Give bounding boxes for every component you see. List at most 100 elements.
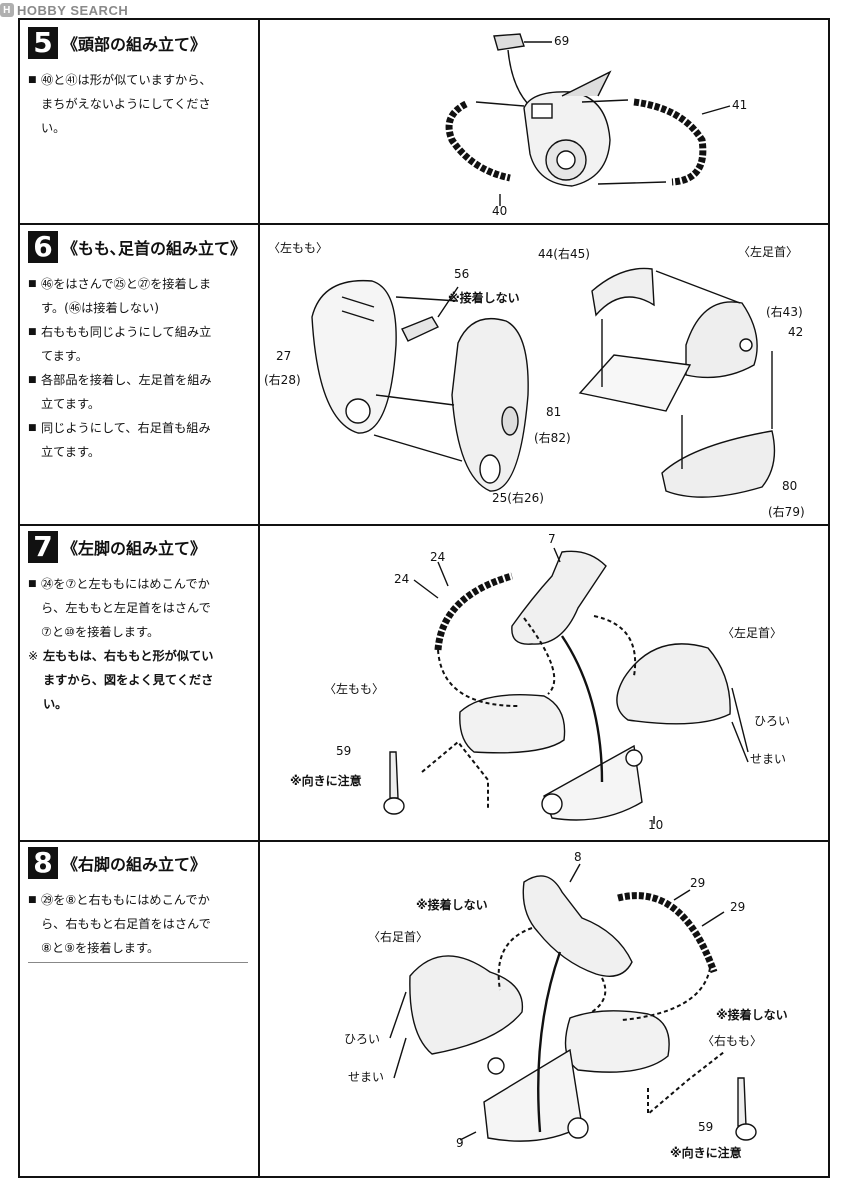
step-6-diagram: 〈左もも〉 〈左足首〉 56 ※接着しない 27 (右28) 25(右26) 4…: [262, 225, 824, 524]
part-label-69: 69: [554, 34, 570, 48]
no-glue-note-1: ※接着しない: [416, 898, 488, 912]
leader-9: [459, 1131, 477, 1141]
thigh-knee-hole: [479, 454, 501, 484]
part-label-29a: 29: [690, 876, 706, 890]
step-8-diagram: 8 29 29 ※接着しない 〈右足首〉 ※接着しない 〈右もも〉 ひろい せま…: [262, 842, 824, 1176]
head-spike: [561, 70, 612, 97]
instruction-bullet: ㉔を⑦と左ももにはめこんでか ら、左ももと左足首をはさんで ⑦と⑩を接着します。: [28, 572, 254, 644]
label-wide: ひろい: [344, 1032, 381, 1046]
part-label-24a: 24: [430, 550, 446, 564]
head-assembly-drawing: [445, 33, 731, 206]
leader-7: [553, 547, 561, 563]
rule-top: [18, 18, 830, 20]
rule-step6: [18, 223, 830, 225]
ankle-sole-81: [578, 354, 692, 412]
leader-29a: [673, 889, 691, 901]
label-wide: ひろい: [754, 714, 791, 728]
arrow-41-bottom: [597, 181, 667, 185]
ankle-cover-42: [685, 301, 758, 379]
part-label-25-26: 25(右26): [492, 491, 544, 505]
part-label-27: 27: [276, 349, 292, 363]
label-left-ankle: 〈左足首〉: [738, 245, 799, 259]
rule-bottom: [18, 1176, 830, 1178]
part-label-43: (右43): [766, 305, 803, 319]
column-divider: [258, 18, 260, 1178]
shell-rib-1: [341, 296, 375, 308]
part-59-head: [383, 797, 405, 815]
step-number: 7: [28, 531, 58, 563]
leader-29b: [701, 911, 725, 927]
arrow-41-top: [581, 99, 629, 103]
arrow-shin-to-base: [537, 951, 562, 1133]
step-6-text: 6 《もも､足首の組み立て》 ㊻をはさんで㉕と㉗を接着しま す。(㊻は接着しない…: [28, 230, 254, 464]
arrow-ankle-1: [655, 270, 741, 304]
shin-part-7: [511, 550, 607, 645]
ankle-toe-44: [591, 267, 655, 317]
label-right-thigh: 〈右もも〉: [702, 1034, 763, 1048]
dashed-path-8: [591, 977, 607, 1013]
instruction-bullet: 同じようにして、右足首も組み 立てます。: [28, 416, 254, 464]
part-label-24b: 24: [394, 572, 410, 586]
orientation-note: ※向きに注意: [290, 774, 362, 788]
part-label-8: 8: [574, 850, 582, 864]
step-title: 《右脚の組み立て》: [62, 855, 207, 874]
part-label-28: (右28): [264, 373, 301, 387]
logo-mark-icon: H: [0, 3, 14, 17]
text-end-rule: [28, 962, 248, 963]
label-left-ankle: 〈左足首〉: [722, 626, 783, 640]
site-logo: H HOBBY SEARCH: [0, 0, 128, 20]
thigh-hole: [501, 406, 519, 436]
width-narrow-line: [393, 1037, 407, 1079]
thigh-shell-25: [451, 317, 529, 492]
rule-step8: [18, 840, 830, 842]
dashed-path-59: [647, 1051, 725, 1117]
dashed-path-ankle: [497, 927, 533, 991]
caution-note: 左ももは、右ももと形が似てい ますから、図をよく見てくださ い。: [28, 644, 254, 716]
leader-24b: [413, 579, 439, 599]
right-thigh: [564, 1010, 670, 1073]
hose-24: [434, 572, 513, 651]
width-wide-line: [389, 991, 407, 1039]
mono-eye: [556, 150, 576, 170]
thigh-shell-27: [311, 279, 397, 434]
dashed-path-29: [621, 967, 711, 1021]
part-label-44-45: 44(右45): [538, 247, 590, 261]
part-label-82: (右82): [534, 431, 571, 445]
step-7-text: 7 《左脚の組み立て》 ㉔を⑦と左ももにはめこんでか ら、左ももと左足首をはさん…: [28, 530, 254, 716]
part-label-29b: 29: [730, 900, 746, 914]
dashed-path-ankle: [593, 615, 637, 677]
no-glue-note-2: ※接着しない: [716, 1008, 788, 1022]
part-label-42: 42: [788, 325, 804, 339]
instruction-bullet: ㊵と㊶は形が似ていますから、 まちがえないようにしてくださ い。: [28, 68, 254, 140]
part-label-56: 56: [454, 267, 470, 281]
part-59-shaft: [737, 1077, 747, 1127]
shell-rib-2: [341, 310, 375, 322]
shin-part-8: [522, 875, 633, 977]
instruction-bullet: ㉙を⑧と右ももにはめこんでか ら、右ももと右足首をはさんで ⑧と⑨を接着します。: [28, 888, 254, 960]
base-part-10: [543, 744, 643, 821]
base-peg-right: [625, 749, 643, 767]
part-56-pin: [401, 316, 439, 342]
arrow-40-top: [475, 101, 525, 107]
left-ankle-block: [616, 643, 731, 725]
leader-8: [569, 863, 581, 883]
part-label-80: 80: [782, 479, 798, 493]
step-5-diagram: 69 41 40: [262, 20, 824, 223]
connector-69: [507, 49, 533, 109]
dashed-path-24: [437, 649, 519, 707]
part-label-41: 41: [732, 98, 748, 112]
leader-56: [437, 286, 459, 318]
label-right-ankle: 〈右足首〉: [368, 930, 429, 944]
no-glue-note: ※接着しない: [448, 291, 520, 305]
left-thigh: [459, 694, 566, 754]
right-ankle-block: [409, 955, 524, 1055]
part-59-head: [735, 1123, 757, 1141]
step-title: 《もも､足首の組み立て》: [62, 239, 247, 258]
part-label-9: 9: [456, 1136, 464, 1150]
hose-40: [445, 100, 511, 182]
label-narrow: せまい: [348, 1070, 385, 1084]
width-wide-line: [731, 687, 749, 753]
dashed-path-59: [421, 740, 489, 808]
orientation-note: ※向きに注意: [670, 1146, 742, 1160]
arrow-shin-to-base: [561, 635, 604, 783]
